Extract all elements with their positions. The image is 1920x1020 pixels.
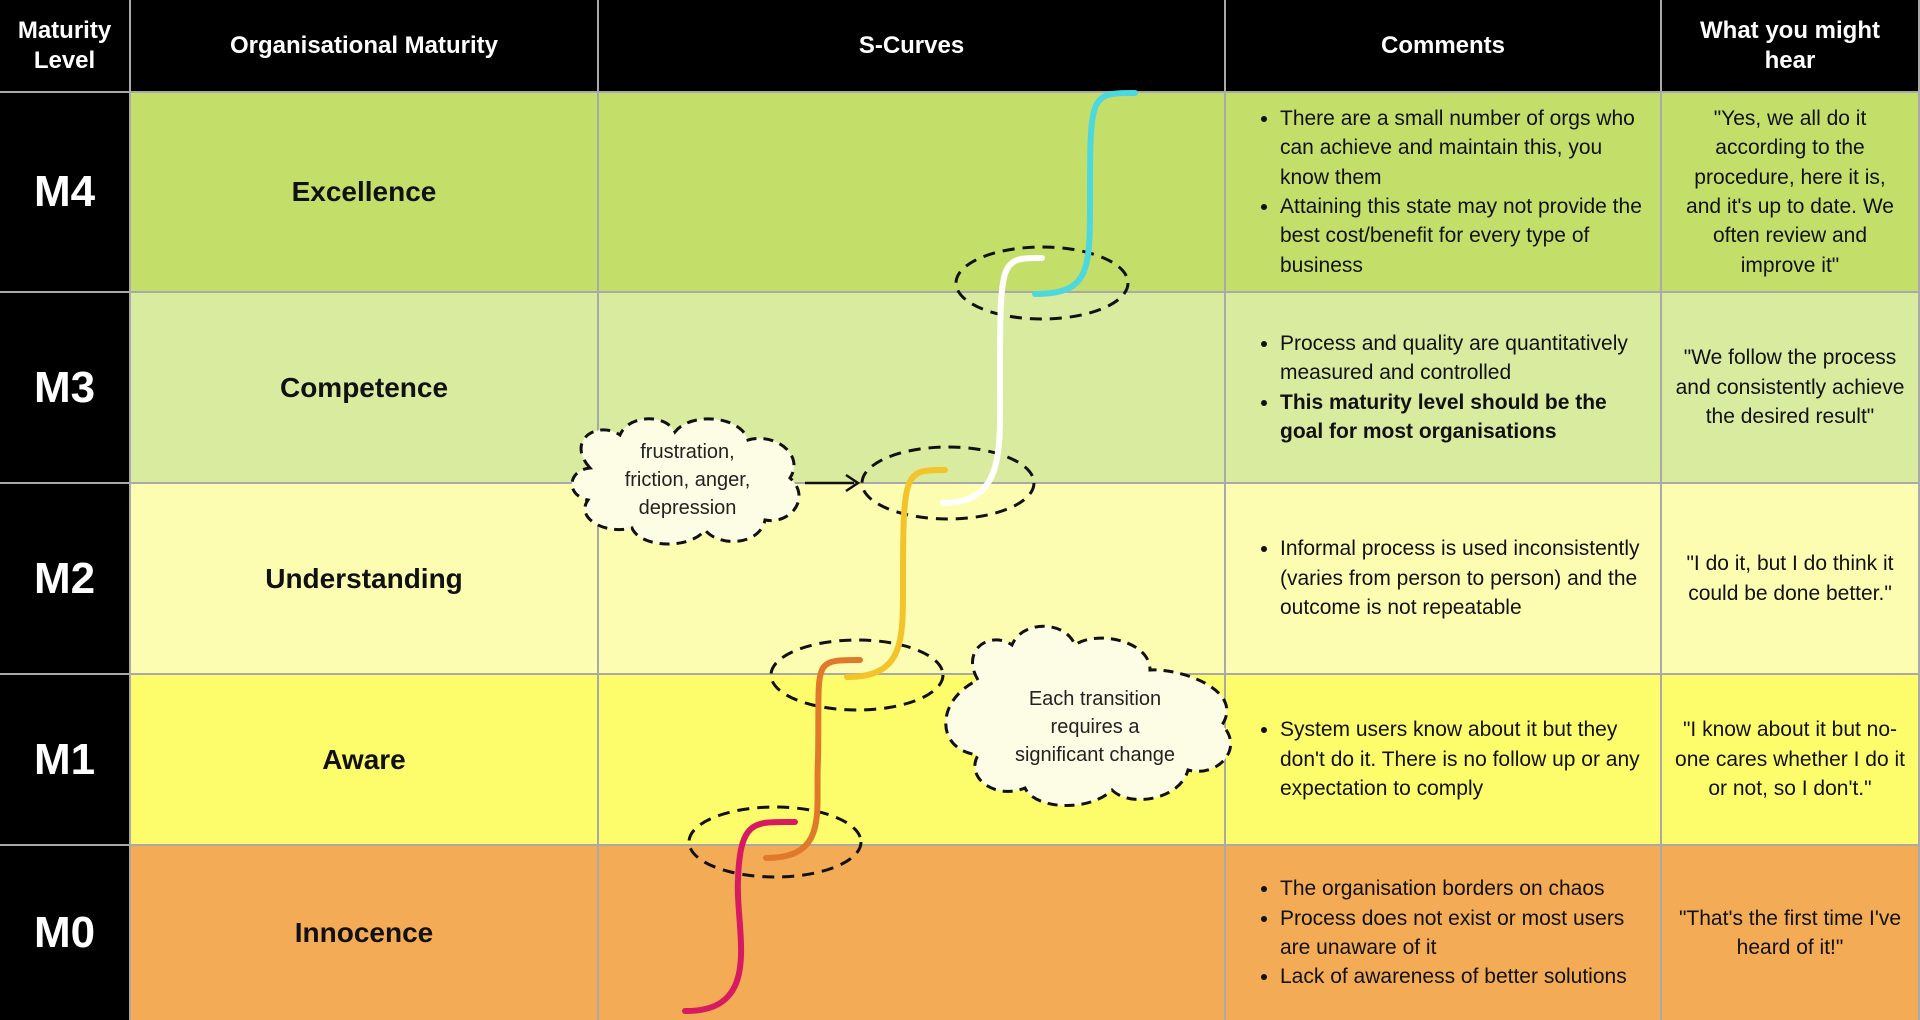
emotions-cloud-text: frustration, friction, anger, depression <box>600 438 775 522</box>
maturity-competence: Competence <box>131 293 599 484</box>
emotions-line: frustration, <box>640 441 735 463</box>
quote-m1: "I know about it but no-one cares whethe… <box>1662 675 1920 846</box>
scurve-cell-m0 <box>599 846 1226 1020</box>
maturity-innocence: Innocence <box>131 846 599 1020</box>
quote-m2: "I do it, but I do think it could be don… <box>1662 484 1920 675</box>
level-m1: M1 <box>0 675 131 846</box>
scurve-cell-m4 <box>599 93 1226 293</box>
quote-m3: "We follow the process and consistently … <box>1662 293 1920 484</box>
transition-line: Each transition <box>1028 688 1162 710</box>
comments-list-m3: Process and quality are quantitatively m… <box>1250 329 1646 447</box>
comments-list-m1: System users know about it but they don'… <box>1250 715 1646 803</box>
comments-m3: Process and quality are quantitatively m… <box>1226 293 1662 484</box>
comments-list-m2: Informal process is used inconsistently … <box>1250 534 1646 622</box>
comment-item: Process does not exist or most users are… <box>1280 904 1646 963</box>
comments-m1: System users know about it but they don'… <box>1226 675 1662 846</box>
comment-item: Lack of awareness of better solutions <box>1280 962 1646 991</box>
header-level: Maturity Level <box>0 0 131 93</box>
quote-m0: "That's the first time I've heard of it!… <box>1662 846 1920 1020</box>
maturity-aware: Aware <box>131 675 599 846</box>
maturity-understanding: Understanding <box>131 484 599 675</box>
comments-m2: Informal process is used inconsistently … <box>1226 484 1662 675</box>
header-maturity: Organisational Maturity <box>131 0 599 93</box>
comments-m4: There are a small number of orgs who can… <box>1226 93 1662 293</box>
quote-m4: "Yes, we all do it according to the proc… <box>1662 93 1920 293</box>
comment-item: The organisation borders on chaos <box>1280 874 1646 903</box>
header-scurves: S-Curves <box>599 0 1226 93</box>
comment-item: System users know about it but they don'… <box>1280 715 1646 803</box>
maturity-excellence: Excellence <box>131 93 599 293</box>
level-m2: M2 <box>0 484 131 675</box>
header-comments: Comments <box>1226 0 1662 93</box>
transition-line: significant change <box>1014 744 1176 766</box>
emotions-line: depression <box>638 497 737 519</box>
comments-m0: The organisation borders on chaos Proces… <box>1226 846 1662 1020</box>
transition-cloud-text: Each transition requires a significant c… <box>990 685 1200 769</box>
comment-item: Informal process is used inconsistently … <box>1280 534 1646 622</box>
emotions-line: friction, anger, <box>624 469 751 491</box>
comment-item: There are a small number of orgs who can… <box>1280 104 1646 192</box>
transition-line: requires a <box>1050 716 1140 738</box>
level-m4: M4 <box>0 93 131 293</box>
comments-list-m0: The organisation borders on chaos Proces… <box>1250 874 1646 992</box>
header-what-you-might-hear: What you might hear <box>1662 0 1920 93</box>
comments-list-m4: There are a small number of orgs who can… <box>1250 104 1646 280</box>
level-m3: M3 <box>0 293 131 484</box>
level-m0: M0 <box>0 846 131 1020</box>
comment-item: Attaining this state may not provide the… <box>1280 192 1646 280</box>
comment-item: Process and quality are quantitatively m… <box>1280 329 1646 388</box>
comment-item-emphasis: This maturity level should be the goal f… <box>1280 388 1646 447</box>
